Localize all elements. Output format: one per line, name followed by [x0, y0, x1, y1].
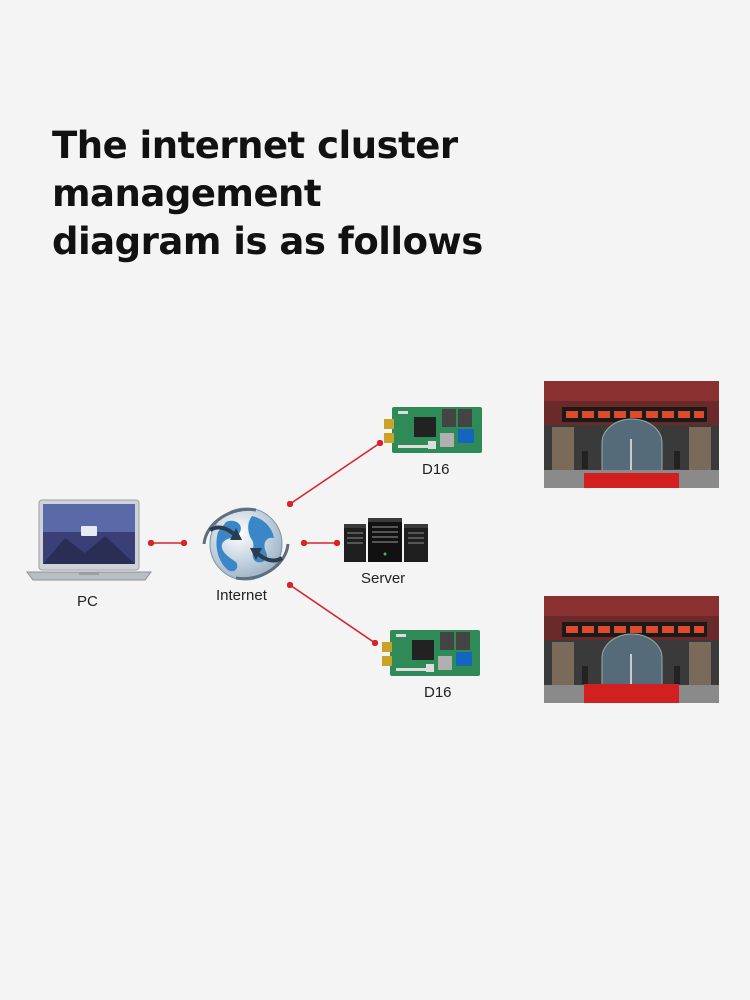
- title-line-2: diagram is as follows: [52, 220, 483, 263]
- pc-label: PC: [77, 593, 98, 610]
- d16-bottom-label: D16: [424, 684, 452, 701]
- storefront-photo: [544, 596, 719, 703]
- laptop-icon: [26, 499, 152, 581]
- globe-icon: [202, 507, 290, 581]
- controller-board-icon: [384, 407, 482, 453]
- connector-internet-d16-bottom: [286, 581, 379, 647]
- server-icon: [344, 518, 428, 562]
- internet-label: Internet: [216, 587, 267, 604]
- controller-board-icon: [382, 630, 480, 676]
- d16-top-label: D16: [422, 461, 450, 478]
- title-line-1: The internet cluster management: [52, 124, 458, 215]
- connector-internet-d16-top: [286, 439, 384, 508]
- server-label: Server: [361, 570, 406, 587]
- storefront-photo: [544, 381, 719, 488]
- page-title: The internet cluster management diagram …: [52, 122, 732, 266]
